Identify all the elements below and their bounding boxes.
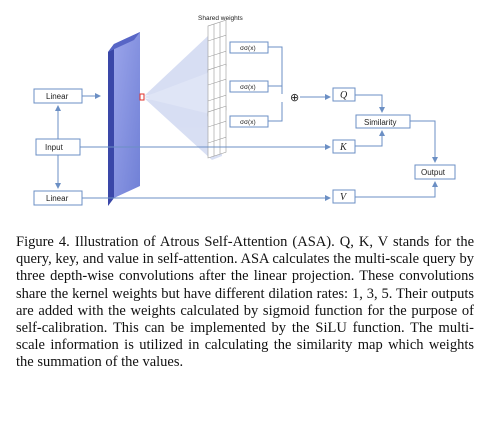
sigmoid-box-1: σσ(x): [229, 41, 269, 54]
asa-diagram: Shared weights σσ(x): [33, 15, 456, 206]
feature-map: [108, 32, 140, 206]
k-box: K: [332, 139, 356, 154]
sum-operator: ⊕: [290, 91, 299, 104]
svg-text:V: V: [340, 192, 348, 203]
figure-number: Figure 4.: [16, 234, 70, 250]
svg-text:Linear: Linear: [46, 194, 69, 203]
svg-text:Q: Q: [340, 90, 348, 101]
output-box: Output: [414, 164, 456, 180]
svg-text:σσ(x): σσ(x): [240, 119, 256, 126]
svg-text:Output: Output: [421, 168, 446, 177]
figure-caption: Figure 4. Illustration of Atrous Self-At…: [16, 234, 474, 372]
similarity-box: Similarity: [355, 114, 411, 129]
kernel-grids: [207, 19, 227, 159]
caption-text: Illustration of Atrous Self-Attention (A…: [16, 234, 475, 371]
receptive-field-cones: [144, 34, 222, 160]
query-pixel: [139, 93, 145, 101]
svg-text:σσ(x): σσ(x): [240, 84, 256, 91]
v-box: V: [332, 189, 356, 204]
sigmoid-box-2: σσ(x): [229, 80, 269, 93]
shared-weights-label: Shared weights: [198, 15, 244, 22]
q-box: Q: [332, 87, 356, 102]
linear-top-box: Linear: [33, 88, 83, 104]
svg-text:Similarity: Similarity: [364, 118, 396, 127]
svg-text:K: K: [339, 142, 348, 153]
linear-bottom-box: Linear: [33, 190, 83, 206]
connections: [55, 46, 438, 201]
sigmoid-box-3: σσ(x): [229, 115, 269, 128]
svg-text:Linear: Linear: [46, 92, 69, 101]
input-box: Input: [35, 138, 81, 156]
svg-text:Input: Input: [45, 143, 64, 152]
svg-text:σσ(x): σσ(x): [240, 45, 256, 52]
